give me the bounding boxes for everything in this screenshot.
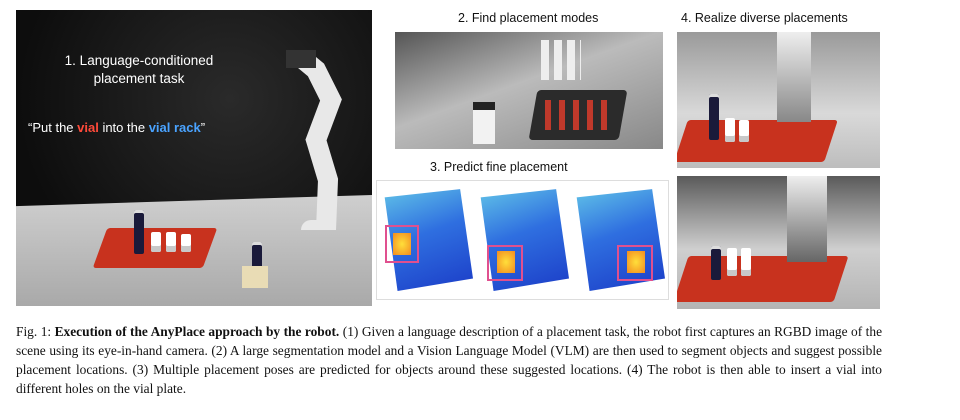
prediction-heatmap-3: [576, 189, 665, 291]
vial: [739, 120, 749, 142]
placement-modes-photo: [395, 32, 663, 149]
quote-post: ”: [200, 120, 206, 135]
caption-bold-text: Execution of the AnyPlace approach by th…: [54, 324, 340, 339]
vial-cluster: [541, 40, 581, 80]
placement-holes: [545, 100, 615, 130]
caption-body-text: (1) Given a language description of a pl…: [16, 324, 883, 396]
gripper: [787, 176, 827, 262]
panel2-heading: 2. Find placement modes: [458, 11, 599, 25]
predicted-pose-blob: [393, 233, 411, 255]
quote-pre: “Put the: [28, 120, 78, 135]
object-word: vial: [77, 120, 99, 135]
figure-caption: Fig. 1: Execution of the AnyPlace approa…: [16, 322, 882, 398]
prediction-heatmap-2: [480, 189, 569, 291]
fine-placement-predictions: [376, 180, 669, 300]
quote-mid: into the: [98, 120, 149, 135]
vial: [741, 248, 751, 276]
vial: [709, 94, 719, 140]
task-title-line1: 1. Language-conditioned: [64, 53, 214, 68]
vial: [151, 232, 161, 252]
panel3-heading: 3. Predict fine placement: [430, 160, 568, 174]
placement-result-photo-1: [677, 32, 880, 168]
target-vial: [252, 242, 262, 268]
main-robot-photo: 1. Language-conditioned placement task “…: [16, 10, 372, 306]
wood-block: [242, 266, 268, 288]
vial-rack: [677, 256, 849, 302]
vial: [727, 248, 737, 276]
vial-rack: [677, 120, 838, 162]
vial-on-table: [473, 102, 495, 144]
vial: [181, 234, 191, 252]
task-title: 1. Language-conditioned placement task: [34, 52, 244, 88]
gripper: [777, 32, 811, 122]
highlight-box-3: [617, 245, 653, 281]
vial: [711, 246, 721, 280]
highlight-box-1: [385, 225, 419, 263]
caption-label: Fig. 1:: [16, 324, 55, 339]
target-word: vial rack: [148, 120, 201, 135]
task-instruction: “Put the vial into the vial rack”: [28, 120, 258, 135]
predicted-pose-blob: [497, 251, 515, 273]
predicted-pose-blob: [627, 251, 645, 273]
panel4-heading: 4. Realize diverse placements: [681, 11, 848, 25]
placement-result-photo-2: [677, 176, 880, 309]
robot-arm-graphic: [286, 50, 342, 230]
vial: [134, 210, 144, 254]
highlight-box-2: [487, 245, 523, 281]
vial: [725, 118, 735, 142]
vial: [166, 232, 176, 252]
task-title-line2: placement task: [93, 71, 185, 86]
